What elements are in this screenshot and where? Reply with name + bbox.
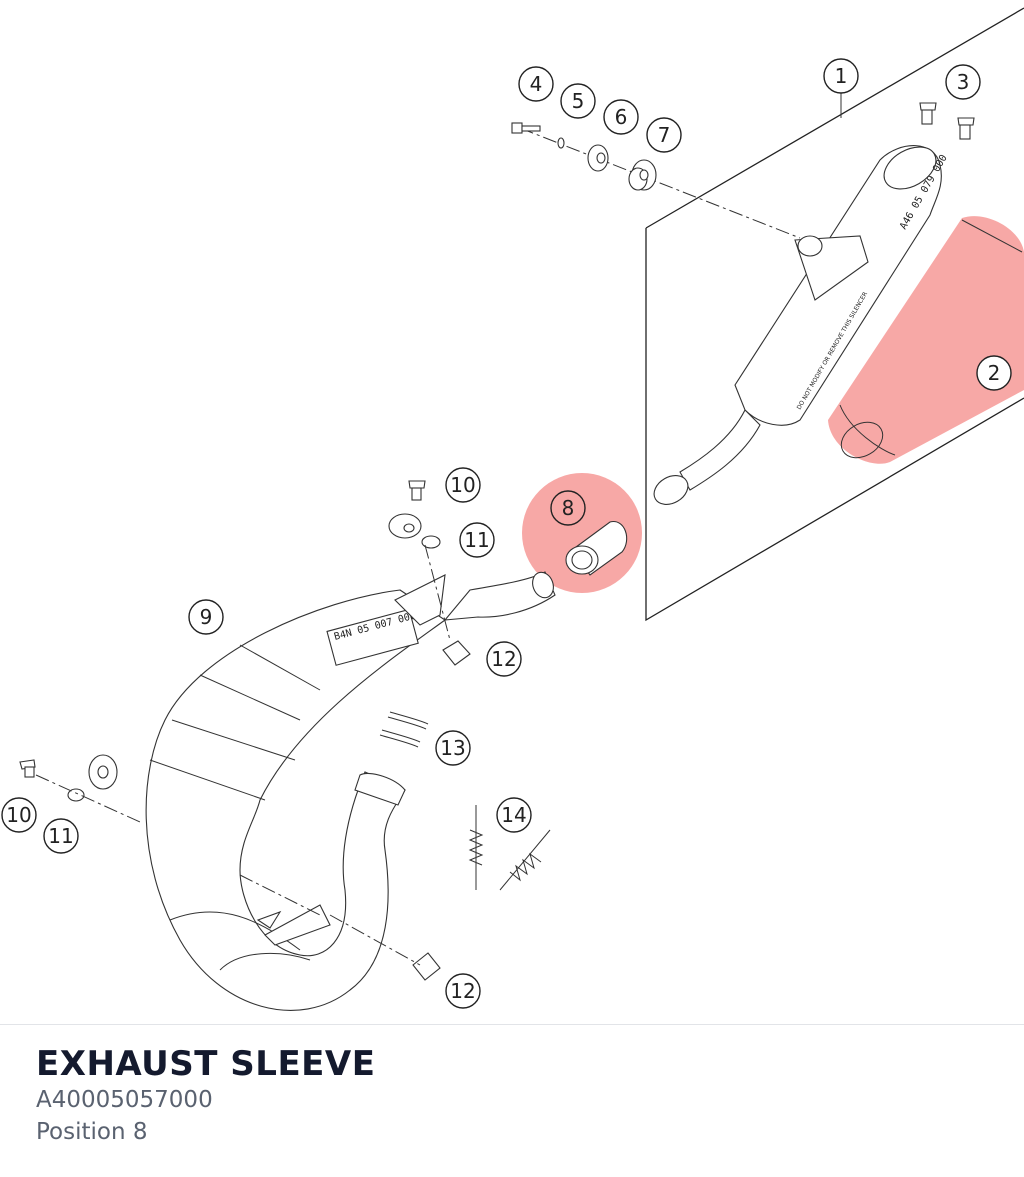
damper-11-upper	[388, 513, 441, 549]
svg-text:6: 6	[615, 105, 628, 129]
damper-11-lower	[67, 754, 118, 802]
svg-text:1: 1	[835, 64, 848, 88]
washer-5	[557, 137, 565, 149]
washer-6	[587, 144, 609, 172]
seals-13	[379, 711, 429, 748]
bolts-3	[919, 102, 975, 140]
part-info: EXHAUST SLEEVE A40005057000 Position 8	[36, 1044, 375, 1148]
svg-text:7: 7	[658, 123, 671, 147]
highlight-silencer-sleeve[interactable]	[828, 216, 1024, 464]
callout-1[interactable]: 1	[823, 58, 859, 94]
bolt-10-lower	[19, 759, 36, 778]
grommet-7	[628, 159, 657, 191]
svg-text:8: 8	[562, 496, 575, 520]
callout-10-upper[interactable]: 10	[445, 467, 481, 503]
callout-3[interactable]: 3	[945, 64, 981, 100]
svg-text:10: 10	[450, 473, 475, 497]
callout-9[interactable]: 9	[188, 599, 224, 635]
callout-12-upper[interactable]: 12	[486, 641, 522, 677]
part-position: Position 8	[36, 1119, 148, 1145]
bolt-4	[511, 122, 541, 134]
svg-text:9: 9	[200, 605, 213, 629]
callout-11-lower[interactable]: 11	[43, 818, 79, 854]
callout-11-upper[interactable]: 11	[459, 522, 495, 558]
callout-14[interactable]: 14	[496, 797, 532, 833]
muffler-group-frame	[645, 7, 1024, 229]
exhaust-pipe: B4N 05 007 000	[145, 571, 556, 1011]
bolt-10-upper	[408, 480, 426, 501]
callout-13[interactable]: 13	[435, 730, 471, 766]
silencer-sleeve	[839, 219, 1023, 459]
svg-text:11: 11	[48, 824, 73, 848]
part-title: EXHAUST SLEEVE	[36, 1044, 376, 1084]
svg-text:12: 12	[450, 979, 475, 1003]
svg-text:11: 11	[464, 528, 489, 552]
exploded-parts-diagram: A46 05 079 000 DO NOT MODIFY OR REMOVE T…	[1, 7, 1024, 1011]
callout-2[interactable]: 2	[976, 355, 1012, 391]
callout-12-lower[interactable]: 12	[445, 973, 481, 1009]
springs-14	[468, 805, 551, 891]
exhaust-sleeve-part-8	[565, 521, 628, 576]
callout-6[interactable]: 6	[603, 99, 639, 135]
svg-text:14: 14	[501, 803, 526, 827]
svg-text:2: 2	[988, 361, 1001, 385]
callout-10-lower[interactable]: 10	[1, 797, 37, 833]
clip-12-upper	[442, 640, 471, 666]
svg-text:13: 13	[440, 736, 465, 760]
callout-8[interactable]: 8	[550, 490, 586, 526]
clip-12-lower	[412, 952, 441, 981]
svg-text:10: 10	[6, 803, 31, 827]
svg-text:12: 12	[491, 647, 516, 671]
svg-text:4: 4	[530, 72, 543, 96]
part-number: A40005057000	[36, 1087, 213, 1113]
callout-5[interactable]: 5	[560, 83, 596, 119]
callout-4[interactable]: 4	[518, 66, 554, 102]
svg-text:3: 3	[957, 70, 970, 94]
divider	[0, 1024, 1024, 1025]
callout-7[interactable]: 7	[646, 117, 682, 153]
svg-text:5: 5	[572, 89, 585, 113]
